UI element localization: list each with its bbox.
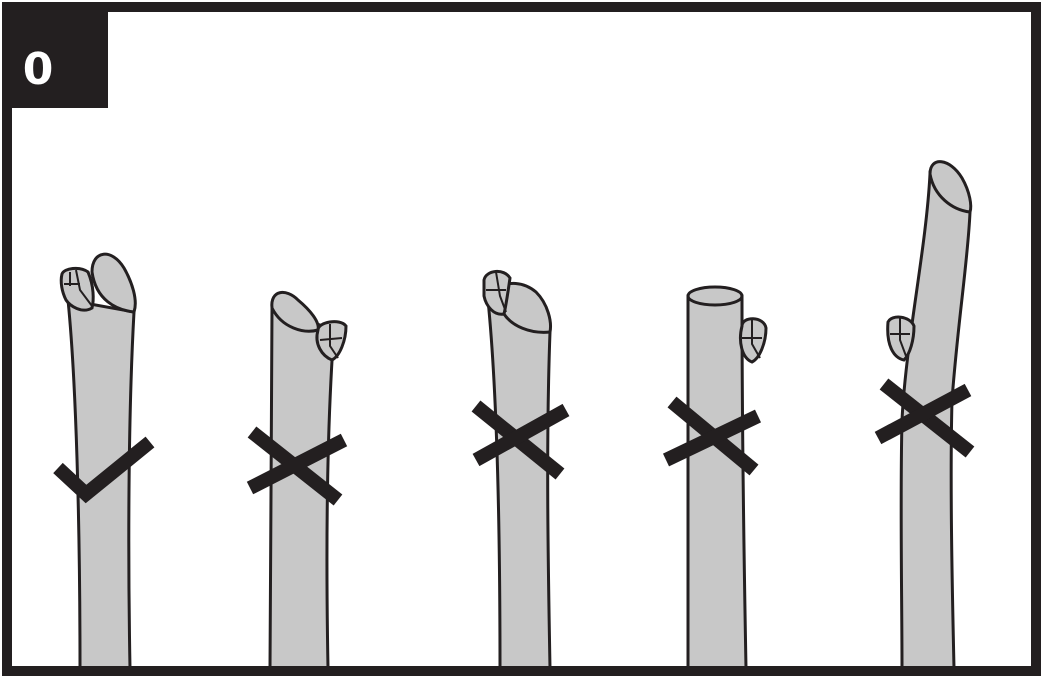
step-badge: 0	[2, 2, 108, 108]
step-badge-background	[2, 2, 108, 108]
stem-cut-surface	[688, 287, 742, 305]
stem-body	[688, 296, 746, 668]
step-badge-label: 0	[23, 44, 54, 95]
